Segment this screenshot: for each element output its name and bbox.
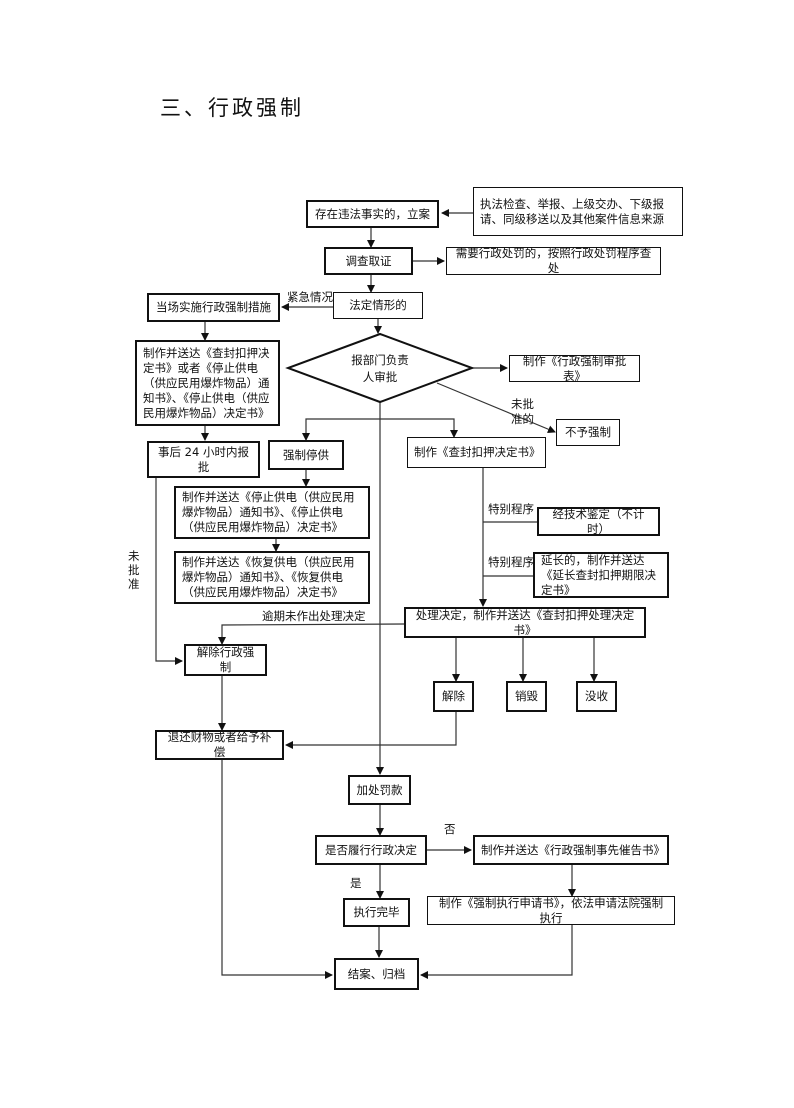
label-special-2: 特别程序 — [488, 555, 534, 569]
node-sources: 执法检查、举报、上级交办、下级报请、同级移送以及其他案件信息来源 — [473, 187, 683, 236]
node-no-enforce: 不予强制 — [556, 419, 620, 446]
arrow-court-close — [420, 925, 573, 979]
arrow-branch-force-stop — [302, 418, 380, 441]
node-done: 执行完毕 — [343, 898, 410, 927]
node-extra-fine: 加处罚款 — [348, 775, 411, 805]
node-destroy: 销毁 — [506, 681, 547, 712]
node-release-enforcement: 解除行政强制 — [184, 644, 267, 676]
node-report-24h: 事后 24 小时内报批 — [147, 441, 260, 478]
node-return-property: 退还财物或者给予补偿 — [155, 730, 284, 760]
label-emergency: 紧急情况 — [287, 290, 333, 304]
arrow-outcome-return — [285, 712, 457, 749]
node-approval-form: 制作《行政强制审批表》 — [509, 354, 640, 383]
node-onsite: 当场实施行政强制措施 — [147, 293, 280, 322]
node-notice: 制作并送达《行政强制事先催告书》 — [473, 835, 669, 865]
approval-diamond — [285, 332, 475, 404]
section-title: 三、行政强制 — [160, 96, 304, 120]
arrow-report-release — [155, 478, 183, 665]
label-no: 否 — [444, 822, 456, 836]
arrow-return-close — [221, 760, 333, 979]
node-onsite-docs: 制作并送达《查封扣押决定书》或者《停止供电（供应民用爆炸物品）通知书》、《停止供… — [135, 340, 280, 426]
label-not-approved-left: 未批准 — [128, 549, 140, 591]
node-register: 存在违法事实的，立案 — [306, 200, 439, 228]
node-force-stop: 强制停供 — [268, 440, 344, 470]
node-seizure-decision: 制作《查封扣押决定书》 — [407, 437, 546, 468]
node-resume-docs: 制作并送达《恢复供电（供应民用爆炸物品）通知书》、《恢复供电（供应民用爆炸物品）… — [174, 551, 370, 604]
node-tech-appraisal: 经技术鉴定（不计时） — [537, 507, 660, 536]
arrow-branch-seizure — [380, 418, 458, 438]
node-court-apply: 制作《强制执行申请书》，依法申请法院强制执行 — [427, 896, 675, 925]
approval-diamond-label: 报部门负责人审批 — [351, 353, 409, 384]
node-release: 解除 — [433, 681, 474, 712]
node-fulfilled-question: 是否履行行政决定 — [315, 835, 427, 865]
node-confiscate: 没收 — [576, 681, 617, 712]
label-overdue: 逾期未作出处理决定 — [262, 609, 366, 623]
node-close: 结案、归档 — [334, 958, 419, 990]
node-legal-case: 法定情形的 — [333, 292, 423, 319]
node-penalty-route: 需要行政处罚的，按照行政处罚程序查处 — [446, 246, 661, 275]
node-extension: 延长的，制作并送达《延长查封扣押期限决定书》 — [533, 552, 669, 598]
node-handling-decision: 处理决定，制作并送达《查封扣押处理决定书》 — [404, 607, 646, 638]
node-investigate: 调查取证 — [324, 247, 413, 275]
label-special-1: 特别程序 — [488, 502, 534, 516]
arrow-overdue-release — [218, 623, 405, 645]
node-stop-docs: 制作并送达《停止供电（供应民用爆炸物品）通知书》、《停止供电（供应民用爆炸物品）… — [174, 486, 370, 539]
label-yes: 是 — [350, 876, 362, 890]
arrow-approval-no — [436, 382, 556, 434]
label-not-approved-diag: 未批准的 — [511, 397, 534, 426]
